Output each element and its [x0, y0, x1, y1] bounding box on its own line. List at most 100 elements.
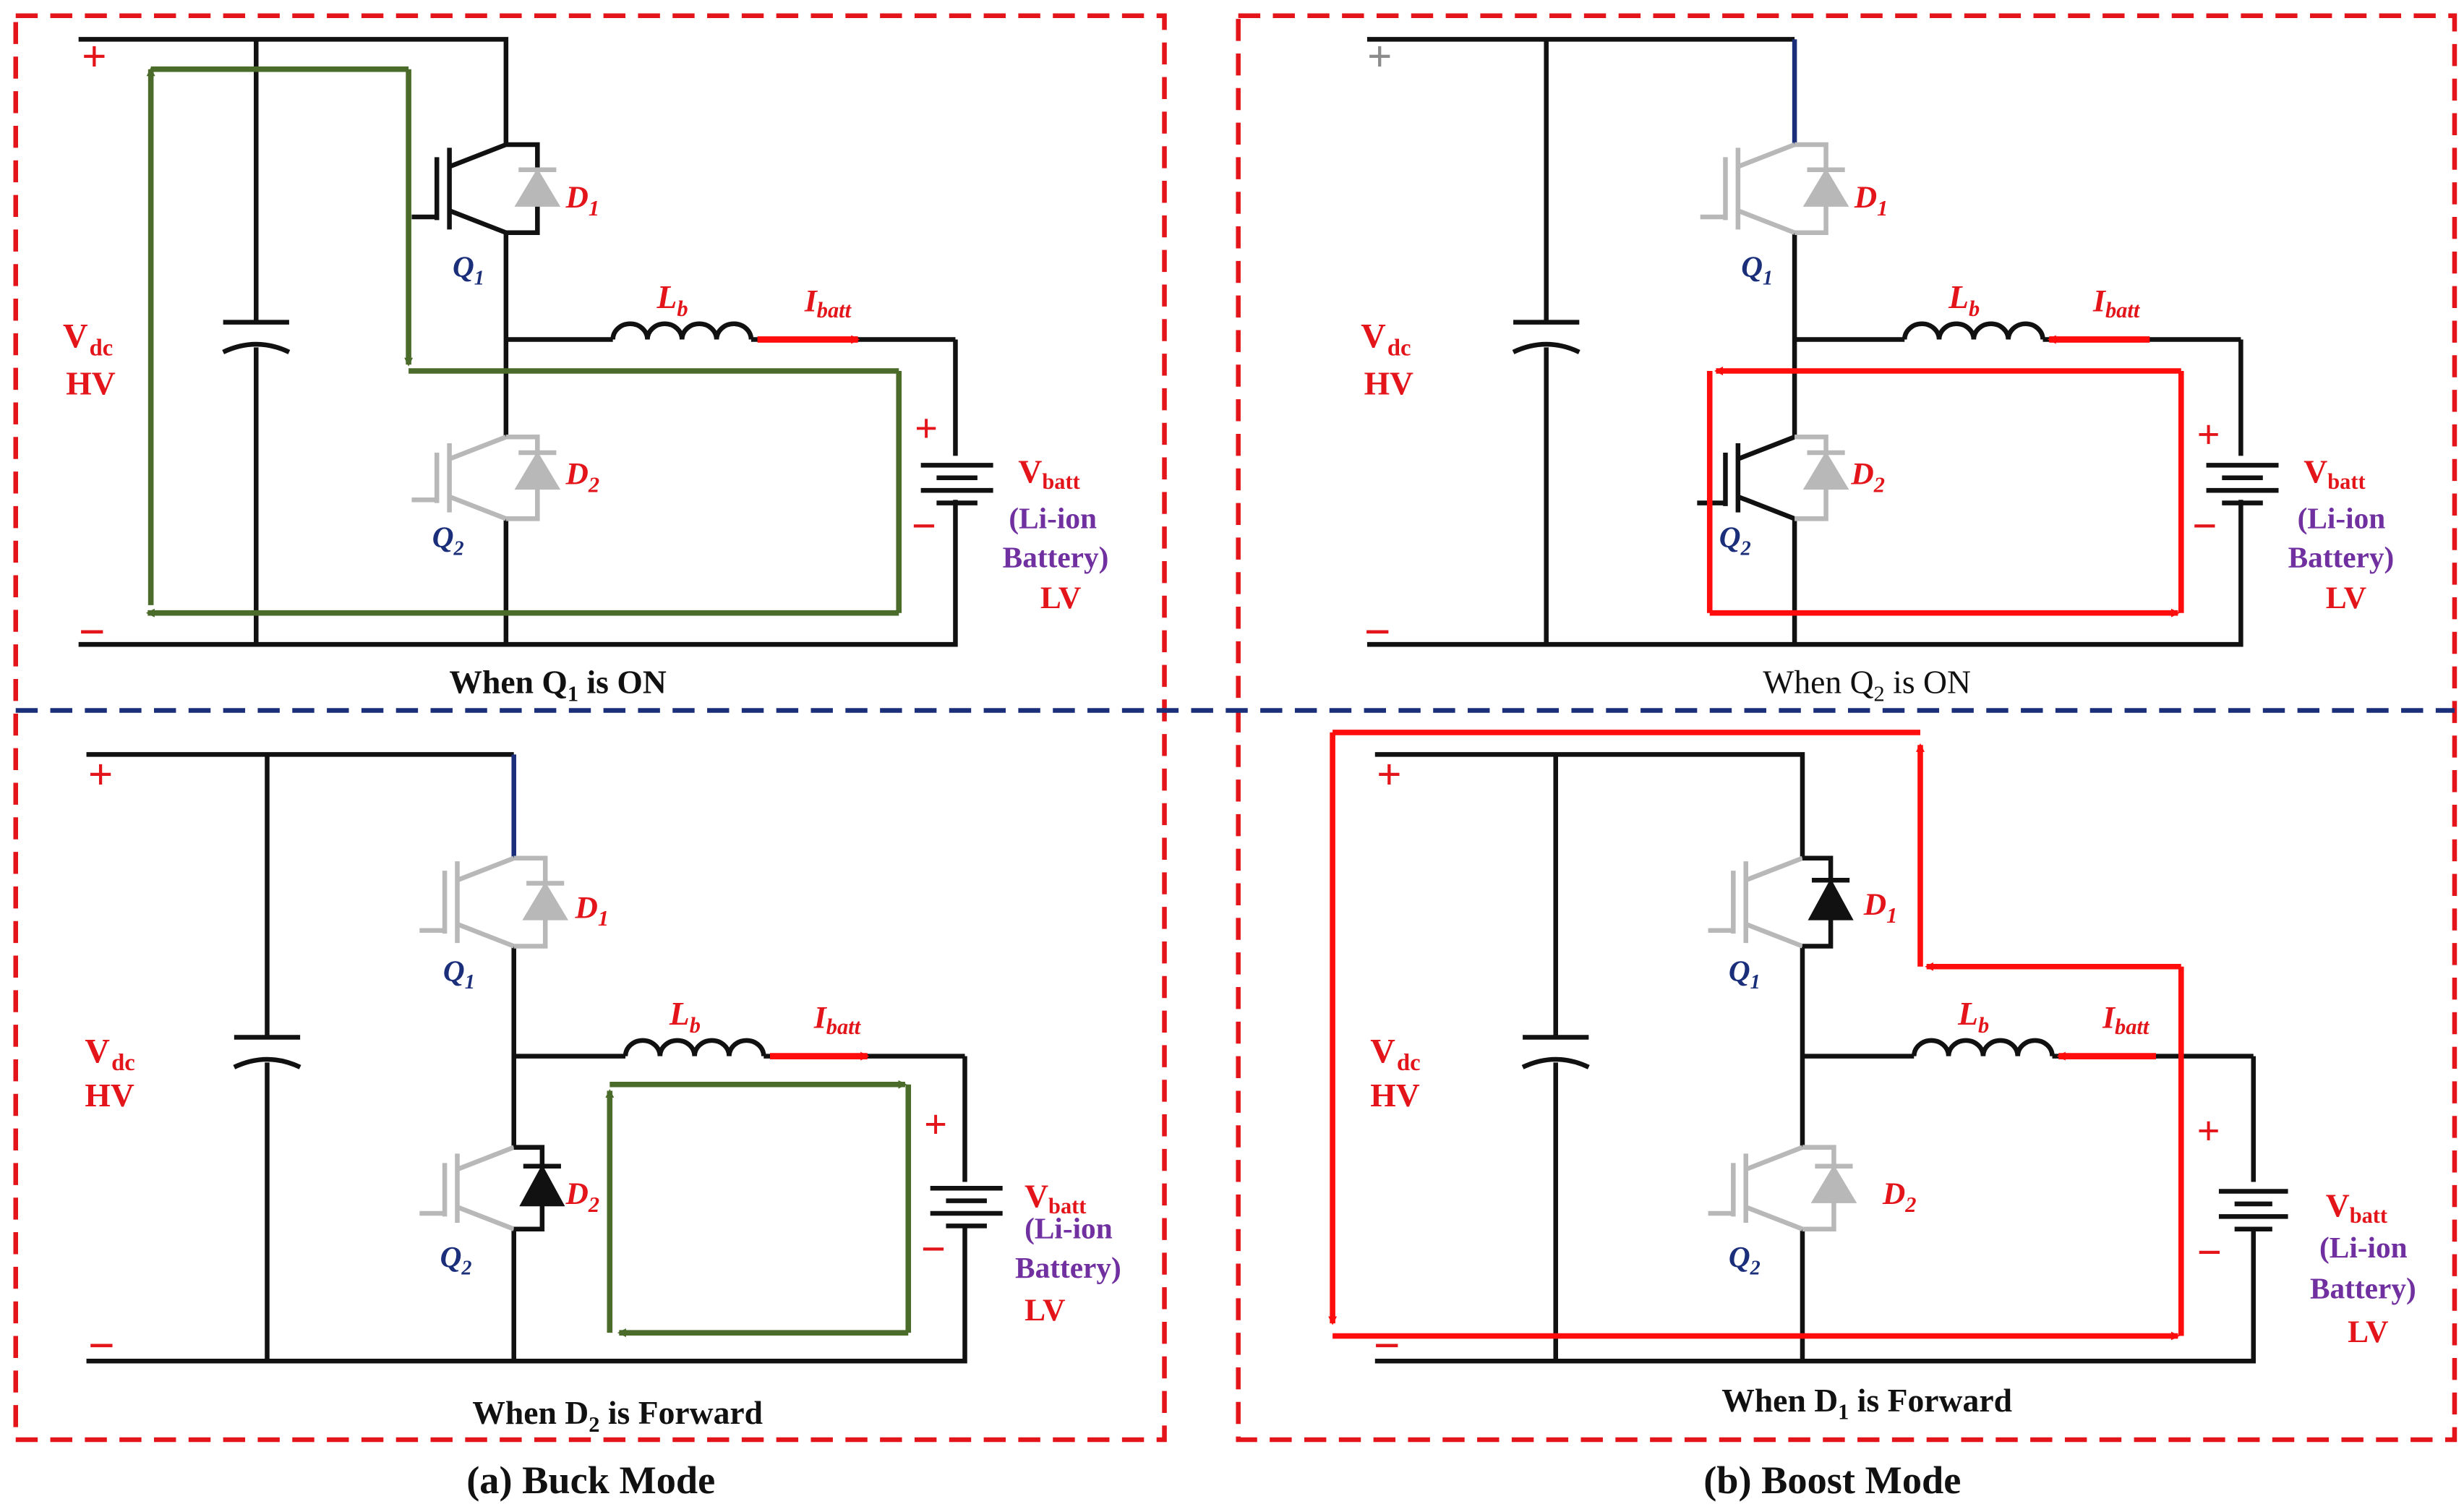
panel-boost-d1-forward [1328, 730, 2288, 1364]
d2-label: D2 [1850, 456, 1885, 497]
diode-icon [1810, 1163, 1857, 1203]
li-ion-label: (Li-ion [2298, 501, 2386, 535]
inductor-icon [1902, 321, 2045, 340]
terminal-minus: − [88, 1320, 115, 1372]
lv-label: LV [2348, 1315, 2388, 1349]
current-path [1328, 730, 2184, 1341]
boost-mode-frame [1236, 13, 2457, 1443]
q1-label: Q1 [453, 250, 484, 290]
diode-icon [514, 167, 561, 207]
ibatt-label: Ibatt [2092, 283, 2141, 323]
circuit-wires [78, 37, 958, 647]
igbt-switch-icon [1700, 142, 1828, 235]
battery-icon [930, 1185, 1003, 1229]
terminal-minus: − [1364, 607, 1391, 659]
inductor-icon [623, 1038, 766, 1056]
lv-label: LV [1040, 581, 1081, 615]
diode-icon [1802, 167, 1849, 207]
capacitor-icon [222, 320, 291, 354]
capacitor-icon [233, 1035, 301, 1069]
battery-plus: + [2197, 1109, 2220, 1153]
lb-label: Lb [656, 278, 688, 321]
current-path [1706, 367, 2184, 618]
igbt-switch-icon [419, 855, 548, 949]
diode-icon [522, 881, 569, 921]
panel-caption: When D2 is Forward [472, 1394, 763, 1437]
panel-caption: When Q2 is ON [1763, 664, 1971, 706]
igbt-switch-icon [1708, 855, 1804, 949]
d2-label: D2 [1882, 1176, 1917, 1217]
battery-label: Battery) [2310, 1271, 2416, 1305]
terminal-plus: + [1377, 751, 1402, 799]
q2-label: Q2 [1729, 1240, 1761, 1280]
capacitor-icon [1512, 320, 1580, 354]
li-ion-label: (Li-ion [1009, 501, 1097, 535]
capacitor-icon [1521, 1035, 1590, 1069]
ibatt-label: Ibatt [813, 1001, 862, 1040]
d2-label: D2 [565, 456, 599, 497]
d2-label: D2 [565, 1176, 599, 1217]
vbatt-label: Vbatt [1024, 1177, 1086, 1218]
q1-label: Q1 [1729, 954, 1761, 994]
ibatt-label: Ibatt [804, 283, 852, 323]
panel-caption: When D1 is Forward [1721, 1382, 2012, 1425]
q1-label: Q1 [443, 954, 475, 994]
battery-minus: − [2197, 1229, 2223, 1277]
battery-minus: − [921, 1226, 946, 1274]
d1-label: D1 [565, 180, 599, 221]
panel-caption: When Q1 is ON [449, 664, 666, 706]
battery-label: Battery) [1003, 541, 1109, 575]
diode-icon [1808, 877, 1854, 921]
lb-label: Lb [669, 995, 701, 1038]
diode-icon [514, 450, 561, 490]
boost-mode-caption: (b) Boost Mode [1703, 1458, 1961, 1502]
battery-label: Battery) [2288, 541, 2395, 575]
lb-label: Lb [1957, 995, 1989, 1038]
battery-plus: + [915, 406, 938, 451]
d1-label: D1 [1863, 887, 1898, 928]
diode-icon [519, 1163, 565, 1207]
panel-buck-d2-forward [86, 752, 1003, 1364]
vbatt-label: Vbatt [1018, 453, 1079, 494]
panel-boost-q2-on [1366, 37, 2279, 647]
q2-label: Q2 [432, 520, 464, 560]
hv-label: HV [1364, 365, 1413, 402]
inductor-icon [610, 321, 754, 340]
igbt-switch-icon [411, 142, 540, 235]
terminal-minus: − [1374, 1320, 1400, 1372]
lv-label: LV [1024, 1293, 1065, 1328]
battery-minus: − [912, 503, 937, 551]
terminal-plus: + [82, 33, 107, 81]
battery-icon [920, 463, 993, 505]
battery-minus: − [2192, 503, 2217, 551]
q2-label: Q2 [1719, 520, 1751, 560]
hv-label: HV [66, 365, 115, 402]
battery-icon [2206, 463, 2279, 505]
q2-label: Q2 [440, 1240, 472, 1280]
buck-mode-caption: (a) Buck Mode [466, 1458, 715, 1502]
igbt-switch-icon [1697, 435, 1796, 521]
ibatt-label: Ibatt [2102, 1001, 2150, 1040]
li-ion-label: (Li-ion [2319, 1231, 2408, 1265]
current-path [605, 1080, 912, 1338]
current-path [145, 66, 902, 618]
q1-label: Q1 [1741, 250, 1773, 290]
panel-frames [13, 13, 2457, 1443]
lb-label: Lb [1948, 278, 1980, 321]
d1-label: D1 [1854, 180, 1888, 221]
circuit-wires [1374, 752, 2256, 1364]
battery-icon [2218, 1189, 2288, 1231]
circuit-wires [86, 752, 967, 1364]
terminal-plus: + [1367, 33, 1393, 81]
battery-plus: + [2197, 413, 2220, 458]
li-ion-label: (Li-ion [1024, 1212, 1113, 1246]
igbt-switch-icon [419, 1145, 515, 1231]
vbatt-label: Vbatt [2326, 1187, 2387, 1228]
diode-icon [1802, 450, 1849, 490]
inductor-icon [1912, 1038, 2055, 1056]
